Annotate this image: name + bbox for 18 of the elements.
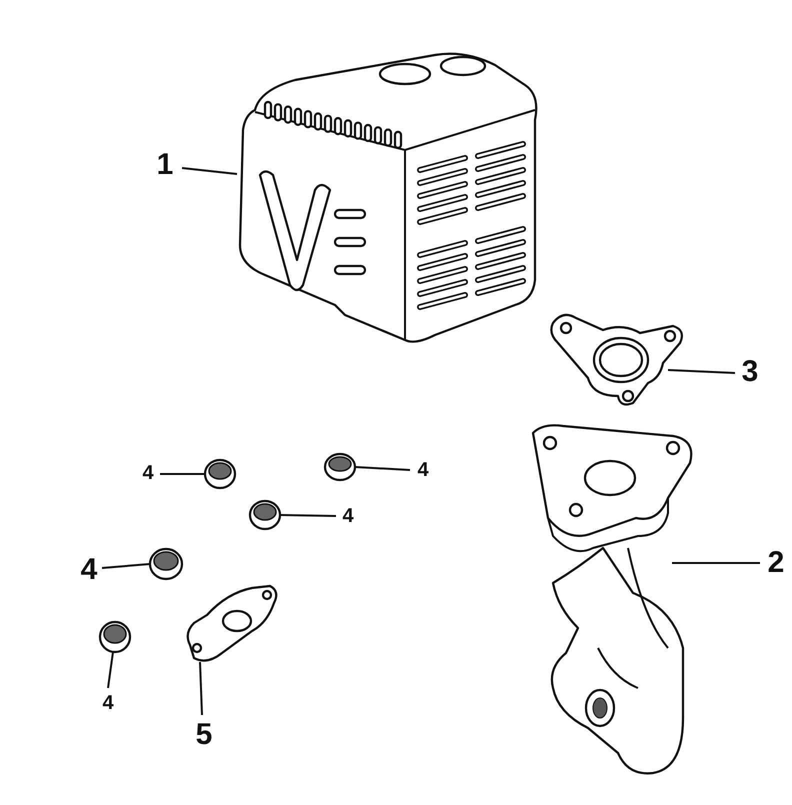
- callout-number: 1: [156, 150, 174, 180]
- callout-number: 5: [196, 720, 212, 750]
- callout-number: 3: [742, 357, 758, 387]
- leader-line: [160, 473, 205, 475]
- callout-number: 4: [102, 693, 114, 713]
- leader-line: [199, 662, 203, 716]
- callout-number: 4: [80, 555, 98, 585]
- leader-line: [182, 167, 238, 175]
- leader-line: [672, 562, 760, 564]
- callout-number: 4: [142, 463, 154, 483]
- leader-line: [354, 466, 410, 471]
- leader-line: [107, 652, 114, 688]
- leader-line: [102, 563, 150, 569]
- callout-number: 4: [417, 460, 429, 480]
- leader-line: [668, 369, 736, 374]
- callout-number: 4: [342, 506, 354, 526]
- leader-line: [280, 514, 336, 517]
- callout-number: 2: [768, 548, 784, 578]
